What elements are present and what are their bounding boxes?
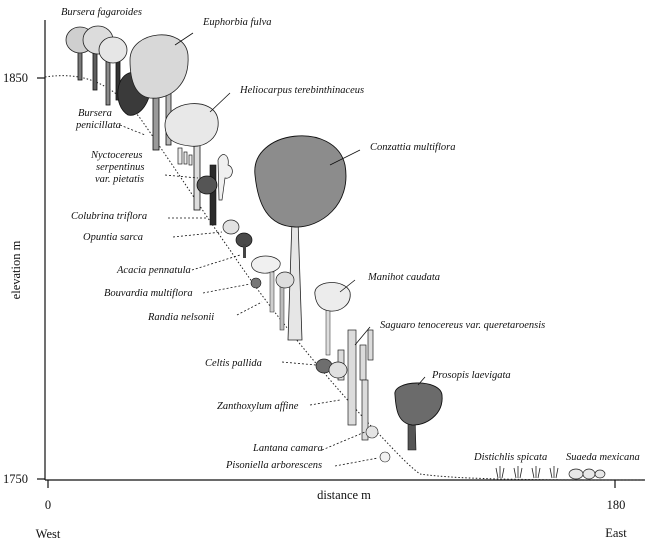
x-axis-title: distance m — [317, 488, 371, 502]
y-axis-title: elevation m — [9, 240, 23, 299]
prosopis-laevigata-plant — [395, 383, 442, 450]
label-bursera-penicillata-1: Bursera — [78, 108, 112, 119]
low-shrub-cluster — [252, 256, 294, 330]
label-saguaro: Saguaro tenocereus var. queretaroensis — [380, 320, 545, 331]
label-suaeda: Suaeda mexicana — [566, 452, 640, 463]
label-opuntia: Opuntia sarca — [83, 232, 143, 243]
label-bursera-fagaroides: Bursera fagaroides — [61, 7, 142, 18]
saguaro-cactus-group — [316, 330, 373, 440]
label-manihot: Manihot caudata — [367, 272, 440, 283]
direction-label-east: East — [605, 526, 627, 540]
label-euphorbia-fulva: Euphorbia fulva — [202, 17, 272, 28]
y-tick-label-1750: 1750 — [3, 472, 28, 486]
direction-label-west: West — [36, 527, 61, 541]
label-distichlis: Distichlis spicata — [473, 452, 547, 463]
label-conzattia: Conzattia multiflora — [370, 142, 455, 153]
label-nyctocereus-1: Nyctocereus — [90, 150, 143, 161]
x-tick-label-0: 0 — [45, 498, 51, 512]
label-celtis: Celtis pallida — [205, 358, 262, 369]
label-bouvardia: Bouvardia multiflora — [104, 288, 193, 299]
x-tick-label-180: 180 — [607, 498, 626, 512]
label-lantana: Lantana camara — [252, 443, 323, 454]
y-tick-label-1850: 1850 — [3, 71, 28, 85]
axes: 1850 1750 elevation m distance m 0 180 W… — [3, 20, 645, 541]
label-colubrina: Colubrina triflora — [71, 211, 147, 222]
small-cactus-cluster — [178, 148, 192, 165]
label-acacia: Acacia pennatula — [116, 265, 191, 276]
nyctocereus-plant — [197, 155, 232, 225]
label-zanthoxylum: Zanthoxylum affine — [217, 401, 299, 412]
terrain-profile — [45, 76, 645, 480]
opuntia-acacia-shrubs — [223, 220, 261, 288]
suaeda-shrubs — [569, 469, 605, 479]
label-nyctocereus-3: var. pietatis — [95, 174, 144, 185]
label-bursera-penicillata-2: penicillata — [75, 120, 121, 131]
label-heliocarpus: Heliocarpus terebinthinaceus — [239, 85, 364, 96]
label-prosopis: Prosopis laevigata — [431, 370, 511, 381]
manihot-caudata-plant — [315, 283, 350, 355]
label-randia: Randia nelsonii — [147, 312, 214, 323]
lantana-pisoniella-shrubs — [366, 426, 390, 462]
distichlis-grass-tufts — [496, 466, 558, 478]
label-pisoniella: Pisoniella arborescens — [225, 460, 322, 471]
label-nyctocereus-2: serpentinus — [96, 162, 144, 173]
